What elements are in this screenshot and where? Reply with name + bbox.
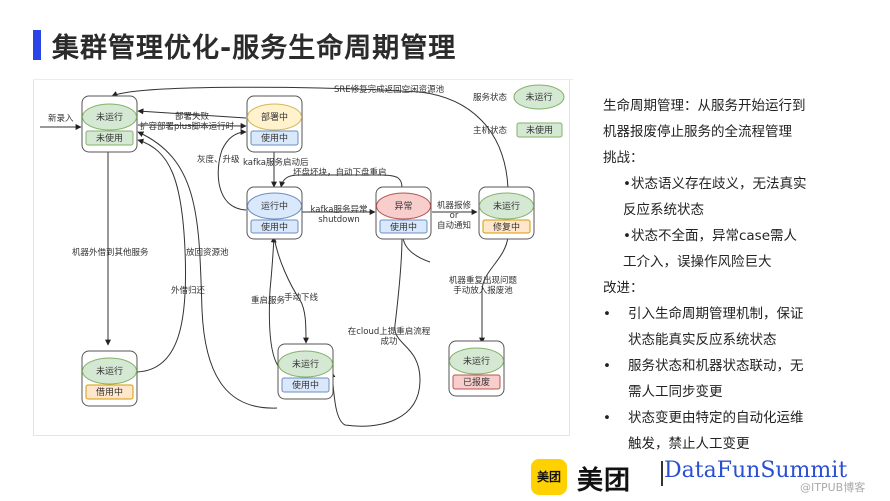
bullet-icon: •: [603, 410, 611, 426]
label-kafka-started: kafka服务启动后: [243, 157, 309, 168]
meituan-logo-icon: 美团: [531, 459, 567, 495]
node-n4: 异常 使用中: [375, 186, 432, 240]
label-sre-return: SRE修复完成返回空闲资源池: [334, 84, 445, 95]
label-repair-notify: 自动通知: [437, 220, 471, 231]
label-cloud-restart: 在cloud上提重启流程: [348, 326, 431, 337]
node-host-state: 使用中: [261, 221, 288, 233]
node-host-state: 使用中: [292, 379, 319, 391]
edge-gray-upgrade: [217, 129, 247, 211]
node-host-state: 已报废: [463, 376, 490, 388]
label-lend-return: 外借归还: [171, 285, 206, 296]
node-service-state: 未运行: [463, 355, 490, 367]
label-scrap-manual: 手动放入报废池: [453, 285, 513, 296]
edge-deploy-fail: [137, 108, 247, 119]
bullet-icon: •: [603, 306, 611, 322]
label-restart-service: 重启服务: [251, 295, 286, 306]
improvement-text: 状态变更由特定的自动化运维: [628, 410, 804, 426]
slide-title: 集群管理优化-服务生命周期管理: [52, 33, 457, 64]
node-host-state: 借用中: [96, 386, 123, 398]
improvement-item: • 状态变更由特定的自动化运维 触发，禁止人工变更: [603, 405, 873, 457]
label-new-entry: 新录入: [48, 113, 74, 124]
label-disk-bad: 坏盘坏块，自动下盘重启: [293, 167, 387, 178]
title-divider: [33, 79, 573, 80]
node-n6: 未运行 借用中: [81, 350, 138, 407]
legend: 服务状态 未运行 主机状态 未使用: [473, 84, 565, 138]
label-manual-offline: 手动下线: [284, 292, 319, 303]
legend-service-sample: 未运行: [525, 91, 552, 103]
label-kafka-abnormal: kafka服务异常: [311, 204, 368, 215]
label-expand-deploy: 扩容部署plus脚本运行时: [140, 121, 235, 132]
edge-sre-return: [111, 86, 509, 189]
edge-restart-service: [268, 236, 287, 373]
label-scrap-repeat: 机器重复出现问题: [449, 275, 518, 286]
node-host-state: 使用中: [390, 221, 417, 233]
bullet-icon: •: [603, 358, 611, 374]
node-n8: 未运行 已报废: [448, 340, 505, 397]
edge-return-pool: [137, 131, 278, 409]
edge-cloud-restart: [329, 236, 421, 427]
edge-expand-deploy: [137, 122, 247, 129]
watermark: @ITPUB博客: [800, 481, 866, 494]
improvement-text: 需人工同步变更: [628, 384, 723, 400]
node-host-state: 修复中: [493, 221, 520, 233]
label-gray-upgrade: 灰度、升级: [197, 154, 240, 165]
node-n2: 部署中 使用中: [246, 95, 303, 153]
node-service-state: 运行中: [261, 200, 288, 212]
node-service-state: 异常: [394, 200, 412, 212]
node-n7: 未运行 使用中: [277, 343, 334, 400]
node-service-state: 未运行: [292, 358, 319, 370]
intro-line-2: 机器报废停止服务的全流程管理: [603, 124, 792, 140]
notes-panel: 生命周期管理：从服务开始运行到 机器报废停止服务的全流程管理 挑战： •状态语义…: [603, 93, 873, 457]
challenge-item: •状态不全面，异常case需人 工介入，误操作风险巨大: [603, 223, 873, 275]
meituan-wordmark: 美团: [577, 466, 632, 496]
improvement-item: • 服务状态和机器状态联动，无 需人工同步变更: [603, 353, 873, 405]
edge-disk-bad: [279, 174, 403, 189]
label-deploy-fail: 部署失败: [175, 111, 210, 122]
improvement-item: • 引入生命周期管理机制，保证 状态能真实反应系统状态: [603, 301, 873, 353]
edge-scrap: [479, 236, 509, 344]
node-service-state: 未运行: [96, 365, 123, 377]
legend-service-label: 服务状态: [473, 92, 508, 103]
node-service-state: 部署中: [261, 111, 288, 123]
label-repair-or: or: [450, 211, 459, 221]
improvement-text: 触发，禁止人工变更: [628, 436, 750, 452]
title-accent-bar: [33, 30, 41, 60]
improvement-text: 引入生命周期管理机制，保证: [628, 306, 804, 322]
label-cloud-success: 成功: [380, 336, 397, 347]
edges: [40, 86, 509, 427]
legend-host-sample: 未使用: [526, 124, 553, 136]
label-lend-out: 机器外借到其他服务: [72, 247, 149, 258]
node-service-state: 未运行: [96, 111, 123, 123]
challenge-item: •状态语义存在歧义，无法真实 反应系统状态: [603, 171, 873, 223]
node-n3: 运行中 使用中: [246, 186, 303, 240]
datafun-summit-logo: DataFunSummit: [664, 458, 848, 483]
improvement-text: 状态能真实反应系统状态: [628, 332, 777, 348]
label-repair: 机器报修: [437, 200, 472, 211]
challenge-heading: 挑战：: [603, 150, 644, 166]
node-host-state: 未使用: [96, 132, 123, 144]
legend-host-label: 主机状态: [473, 125, 508, 136]
intro-line-1: 生命周期管理：从服务开始运行到: [603, 98, 806, 114]
node-service-state: 未运行: [493, 200, 520, 212]
edge-manual-offline: [273, 236, 309, 344]
edge-labels: 新录入 部署失败 扩容部署plus脚本运行时 灰度、升级 kafka服务启动后 …: [48, 84, 517, 347]
node-n5: 未运行 修复中: [478, 186, 535, 240]
node-n1: 未运行 未使用: [81, 95, 138, 153]
challenge-text: 反应系统状态: [623, 202, 704, 218]
node-host-state: 使用中: [261, 132, 288, 144]
footer-divider: [661, 461, 663, 486]
improvement-text: 服务状态和机器状态联动，无: [628, 358, 804, 374]
edge-lend-return: [136, 138, 187, 373]
challenge-text: •状态语义存在歧义，无法真实: [623, 176, 807, 192]
edge-abnormal-down: [402, 236, 431, 263]
label-kafka-shutdown: shutdown: [318, 215, 359, 225]
label-return-pool: 放回资源池: [186, 247, 229, 258]
improve-heading: 改进：: [603, 280, 644, 296]
challenge-text: •状态不全面，异常case需人: [623, 228, 797, 244]
challenge-text: 工介入，误操作风险巨大: [623, 254, 772, 270]
